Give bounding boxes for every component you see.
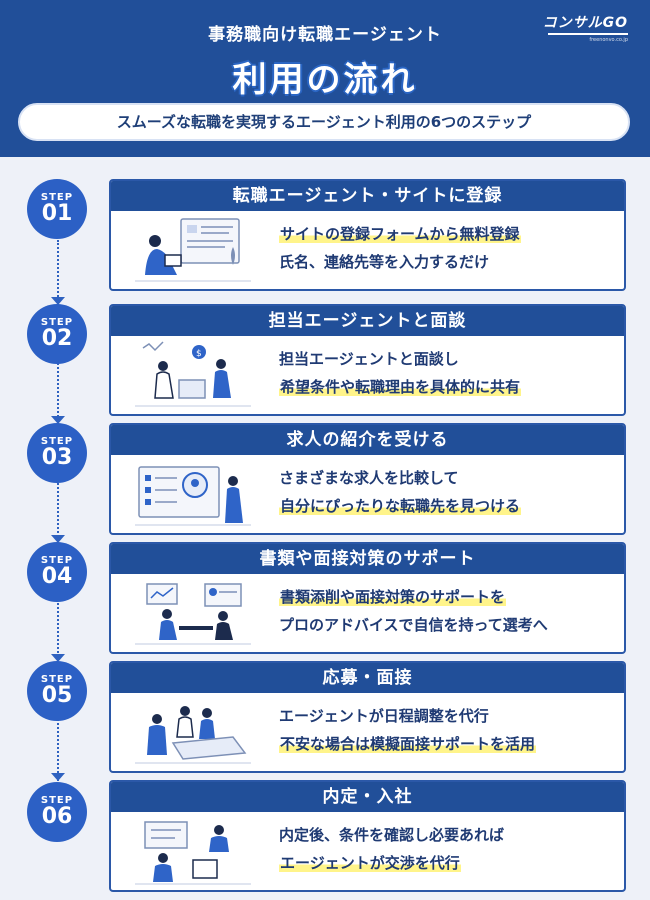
step-badge: STEP 05 [27, 661, 87, 721]
step-card: 書類や面接対策のサポート 書類添削や面接対策のサポートを プロのアドバイスで自信… [109, 542, 626, 654]
offer-illustration-icon [135, 821, 251, 885]
arrow-down-icon [51, 535, 65, 543]
step-card: 求人の紹介を受ける さまざまな求人を比較して 自分にぴったりな転職先を見つける [109, 423, 626, 535]
job-search-illustration-icon [135, 466, 251, 526]
step-badge: STEP 03 [27, 423, 87, 483]
step-card: 転職エージェント・サイトに登録 サイトの登録フォームから無料登録 氏名、連絡先等… [109, 179, 626, 291]
step-description: エージェントが日程調整を代行 不安な場合は模擬面接サポートを活用 [279, 707, 537, 753]
step-description: 担当エージェントと面談し 希望条件や転職理由を具体的に共有 [279, 350, 522, 396]
step-description: さまざまな求人を比較して 自分にぴったりな転職先を見つける [279, 469, 522, 515]
step-card: 担当エージェントと面談 $ 担当エージェントと面談し 希望条件や転職理由を具体的… [109, 304, 626, 416]
registration-illustration-icon [135, 218, 251, 282]
timeline-line [57, 240, 59, 800]
step-description: サイトの登録フォームから無料登録 氏名、連絡先等を入力するだけ [279, 225, 521, 271]
svg-text:$: $ [196, 349, 202, 359]
arrow-down-icon [51, 654, 65, 662]
step-title: 求人の紹介を受ける [111, 425, 624, 455]
step-title: 内定・入社 [111, 782, 624, 812]
step-card: 内定・入社 内定後、条件を確認し必要あれば エージェントが交渉を代行 [109, 780, 626, 892]
support-illustration-icon [135, 583, 251, 645]
arrow-down-icon [51, 416, 65, 424]
step-badge: STEP 06 [27, 782, 87, 842]
step-card: 応募・面接 エージェントが日程調整を代行 不安な場合は模擬面接サポートを活用 [109, 661, 626, 773]
header-subtitle: 事務職向け転職エージェント [208, 25, 442, 45]
step-title: 担当エージェントと面談 [111, 306, 624, 336]
step-badge: STEP 01 [27, 179, 87, 239]
interview-illustration-icon: $ [135, 341, 251, 407]
header-tagline: スムーズな転職を実現するエージェント利用の6つのステップ [18, 103, 630, 141]
brand-logo: コンサルGO freenonvo.co.jp [543, 12, 628, 43]
header-banner: 事務職向け転職エージェント 利用の流れ スムーズな転職を実現するエージェント利用… [0, 0, 650, 157]
step-description: 内定後、条件を確認し必要あれば エージェントが交渉を代行 [279, 826, 505, 872]
step-title: 応募・面接 [111, 663, 624, 693]
arrow-down-icon [51, 773, 65, 781]
step-title: 書類や面接対策のサポート [111, 544, 624, 574]
logo-subtext: freenonvo.co.jp [589, 37, 628, 43]
arrow-down-icon [51, 297, 65, 305]
step-badge: STEP 02 [27, 304, 87, 364]
step-title: 転職エージェント・サイトに登録 [111, 181, 624, 211]
meeting-illustration-icon [135, 706, 251, 764]
step-badge: STEP 04 [27, 542, 87, 602]
page-title: 利用の流れ [232, 60, 418, 100]
step-description: 書類添削や面接対策のサポートを プロのアドバイスで自信を持って選考へ [279, 588, 548, 634]
logo-text: コンサルGO [542, 15, 628, 31]
